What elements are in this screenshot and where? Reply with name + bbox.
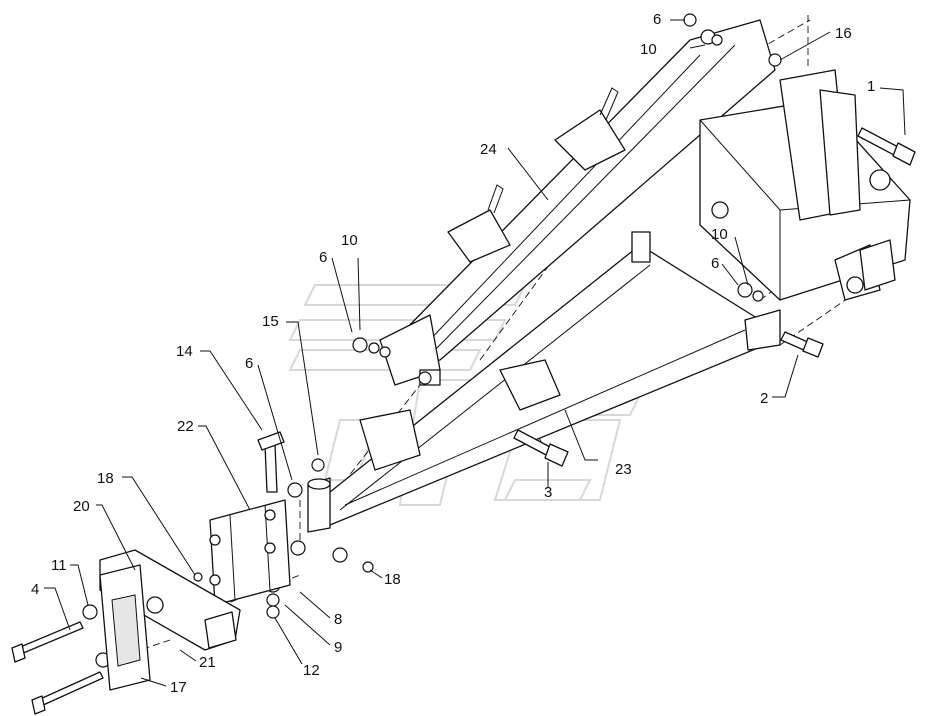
hitch-block xyxy=(209,499,291,606)
upper-beam xyxy=(379,19,776,386)
drawbar xyxy=(99,549,241,691)
callout-14: 14 xyxy=(176,343,193,360)
callout-12: 12 xyxy=(303,662,320,679)
bolt-2 xyxy=(780,331,824,358)
callout-10-mid: 10 xyxy=(341,232,358,249)
callout-6-left: 6 xyxy=(245,355,253,372)
bolts-4 xyxy=(11,621,104,715)
callout-2: 2 xyxy=(760,390,768,407)
callout-23: 23 xyxy=(615,461,632,478)
callout-16: 16 xyxy=(835,25,852,42)
callout-labels: 6 10 16 1 24 10 6 10 6 15 14 6 22 2 23 3… xyxy=(31,11,875,696)
callout-18-right: 18 xyxy=(384,571,401,588)
callout-20: 20 xyxy=(73,498,90,515)
main-frame xyxy=(319,231,781,526)
leader-lines xyxy=(44,19,906,687)
pin-14 xyxy=(257,431,285,493)
bolt-3 xyxy=(513,429,569,467)
callout-6-top: 6 xyxy=(653,11,661,28)
fasteners xyxy=(82,13,782,682)
callout-8: 8 xyxy=(334,611,342,628)
bolt-1 xyxy=(857,127,916,166)
callout-6-mid: 6 xyxy=(319,249,327,266)
callout-1: 1 xyxy=(867,78,875,95)
mounting-bracket xyxy=(699,69,911,301)
callout-10-top: 10 xyxy=(640,41,657,58)
callout-15: 15 xyxy=(262,313,279,330)
callout-3: 3 xyxy=(544,484,552,501)
callout-11: 11 xyxy=(51,557,67,574)
callout-9: 9 xyxy=(334,639,342,656)
pivot-tube xyxy=(307,477,331,533)
callout-18-left: 18 xyxy=(97,470,114,487)
callout-22: 22 xyxy=(177,418,194,435)
callout-21: 21 xyxy=(199,654,216,671)
callout-10-right: 10 xyxy=(711,226,728,243)
callout-24: 24 xyxy=(480,141,497,158)
callout-17: 17 xyxy=(170,679,187,696)
callout-6-right: 6 xyxy=(711,255,719,272)
callout-4: 4 xyxy=(31,581,39,598)
